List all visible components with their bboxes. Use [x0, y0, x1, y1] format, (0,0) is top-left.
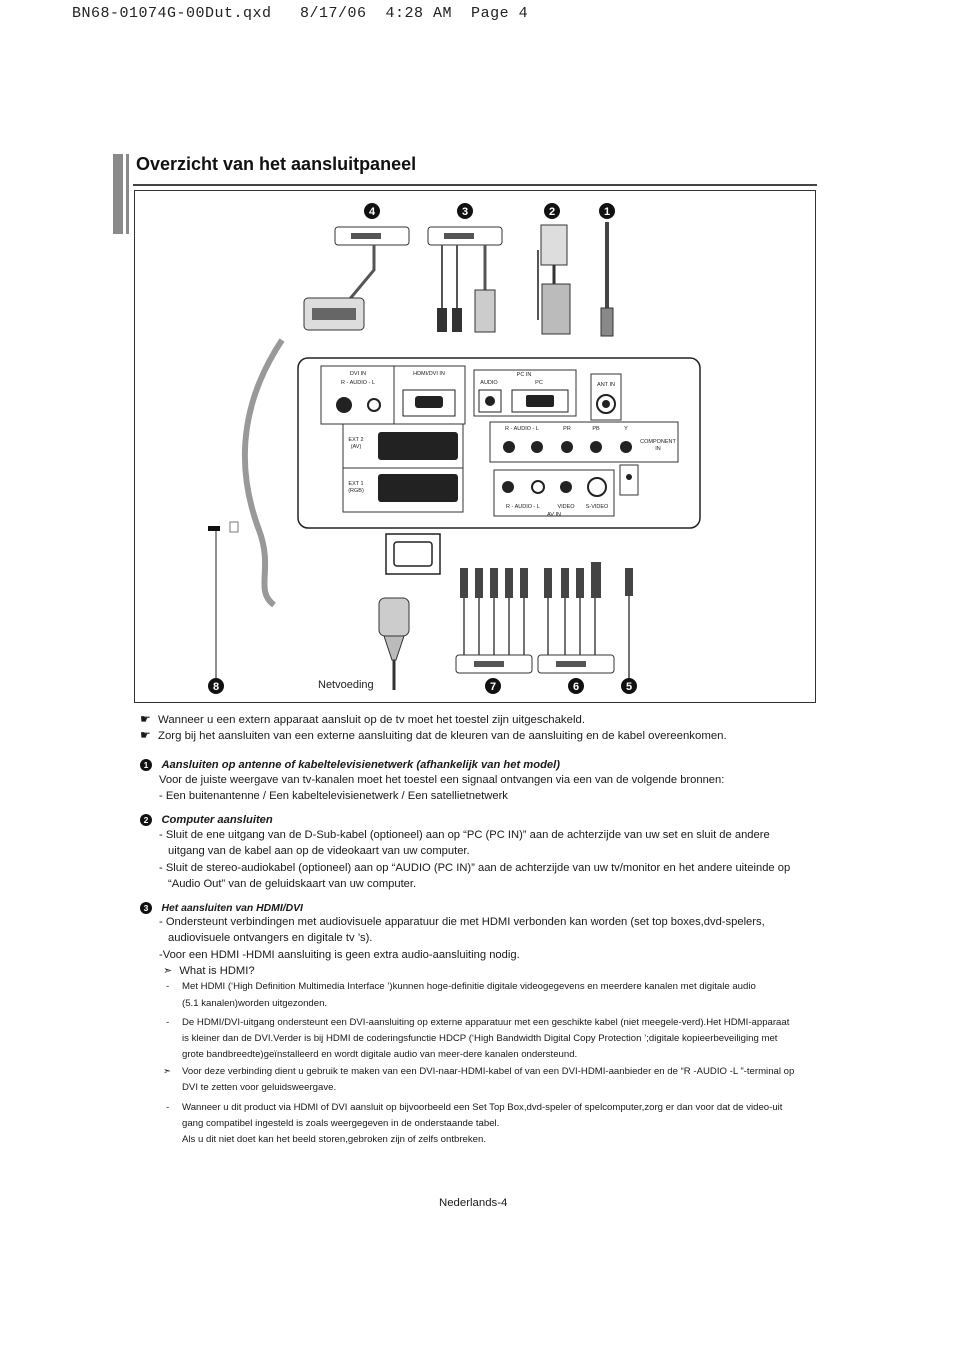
- number-badge: 1: [140, 759, 152, 771]
- note-1: ☛Wanneer u een extern apparaat aansluit …: [140, 712, 585, 726]
- hdmi-para-2c: grote bandbreedte)geïnstalleerd en wordt…: [182, 1049, 578, 1060]
- label-pc: PC: [535, 380, 543, 386]
- page-footer: Nederlands-4: [439, 1197, 508, 1209]
- label-av-in: AV IN: [547, 512, 561, 518]
- hdmi-para-2b: is kleiner dan de DVI.Verder is bij HDMI…: [182, 1033, 778, 1044]
- page-title: Overzicht van het aansluitpaneel: [136, 154, 417, 174]
- section-3-bullet-2: -Voor een HDMI -HDMI aansluiting is geen…: [159, 949, 520, 961]
- label-y: Y: [624, 426, 628, 432]
- section-3-bullet-1b: audiovisuele ontvangers en digitale tv ’…: [168, 932, 373, 944]
- note-2: ☛Zorg bij het aansluiten van een externe…: [140, 728, 727, 742]
- connection-diagram: 4 3 2 1 8 7 6 5 DVI IN HDMI/DVI IN R - A…: [134, 190, 816, 703]
- heading-bar-thin: [126, 154, 129, 234]
- section-1-text: Voor de juiste weergave van tv-kanalen m…: [159, 774, 725, 786]
- heading-bar: [113, 154, 123, 234]
- arrow-note-icon: ➣: [163, 965, 173, 977]
- hdmi-para-2a: De HDMI/DVI-uitgang ondersteunt een DVI-…: [182, 1017, 790, 1028]
- label-ext1-rgb: (RGB): [348, 488, 364, 494]
- section-2-bullet-1b: uitgang van de kabel aan op de videokaar…: [168, 845, 470, 857]
- dvi-note-b: DVI te zetten voor geluidsweergave.: [182, 1082, 337, 1093]
- callout-2: 2: [549, 206, 555, 218]
- section-3-heading: 3 Het aansluiten van HDMI/DVI: [140, 898, 303, 916]
- callout-3: 3: [462, 206, 468, 218]
- hdmi-para-3c: Als u dit niet doet kan het beeld storen…: [182, 1134, 486, 1145]
- label-svideo: S-VIDEO: [586, 504, 609, 510]
- label-pc-in: PC IN: [517, 372, 532, 378]
- print-slug: BN68-01074G-00Dut.qxd 8/17/06 4:28 AM Pa…: [72, 5, 529, 22]
- label-ant-in: ANT IN: [597, 382, 615, 388]
- label-pc-audio: AUDIO: [480, 380, 498, 386]
- section-2-bullet-2b: “Audio Out” van de geluidskaart van uw c…: [168, 878, 417, 890]
- section-2-heading: 2 Computer aansluiten: [140, 810, 273, 828]
- label-dvi-audio: R - AUDIO - L: [341, 380, 375, 386]
- hand-pointer-icon: ☛: [140, 728, 151, 742]
- netvoeding-label: Netvoeding: [318, 679, 374, 691]
- label-hdmi-dvi-in: HDMI/DVI IN: [413, 371, 445, 377]
- section-1-bullet: - Een buitenantenne / Een kabeltelevisie…: [159, 790, 508, 802]
- label-component-in: IN: [655, 446, 661, 452]
- number-badge: 2: [140, 814, 152, 826]
- label-ext2-av: (AV): [351, 444, 362, 450]
- callout-6: 6: [573, 681, 579, 693]
- title-rule: [133, 184, 817, 186]
- callout-5: 5: [626, 681, 632, 693]
- hdmi-para-3b: gang compatibel ingesteld is zoals weerg…: [182, 1118, 500, 1129]
- callout-1: 1: [604, 206, 610, 218]
- callout-8: 8: [213, 681, 219, 693]
- dash: -: [166, 1017, 170, 1028]
- label-pr: PR: [563, 426, 571, 432]
- label-component: COMPONENT: [640, 439, 676, 445]
- dash: -: [166, 981, 170, 992]
- label-ext1: EXT 1: [348, 481, 363, 487]
- label-ext2: EXT 2: [348, 437, 363, 443]
- callout-4: 4: [369, 206, 376, 218]
- section-3-bullet-1a: - Ondersteunt verbindingen met audiovisu…: [159, 916, 765, 928]
- number-badge: 3: [140, 902, 152, 914]
- hdmi-para-1b: (5.1 kanalen)worden uitgezonden.: [182, 998, 328, 1009]
- what-is-hdmi: ➣ What is HDMI?: [163, 965, 255, 977]
- section-2-bullet-1a: - Sluit de ene uitgang van de D-Sub-kabe…: [159, 829, 770, 841]
- hand-pointer-icon: ☛: [140, 712, 151, 726]
- label-video: VIDEO: [557, 504, 575, 510]
- hdmi-para-1a: Met HDMI (‘High Definition Multimedia In…: [182, 981, 756, 992]
- dash: -: [166, 1102, 170, 1113]
- arrow-note-icon: ➣: [163, 1066, 172, 1077]
- section-2-bullet-2a: - Sluit de stereo-audiokabel (optioneel)…: [159, 862, 791, 874]
- section-1-heading: 1 Aansluiten op antenne of kabeltelevisi…: [140, 755, 560, 773]
- label-comp-audio: R - AUDIO - L: [505, 426, 539, 432]
- label-dvi-in: DVI IN: [350, 371, 366, 377]
- dvi-note-a: Voor deze verbinding dient u gebruik te …: [182, 1066, 795, 1077]
- label-pb: PB: [592, 426, 600, 432]
- hdmi-para-3a: Wanneer u dit product via HDMI of DVI aa…: [182, 1102, 783, 1113]
- callout-7: 7: [490, 681, 496, 693]
- label-av-audio: R - AUDIO - L: [506, 504, 540, 510]
